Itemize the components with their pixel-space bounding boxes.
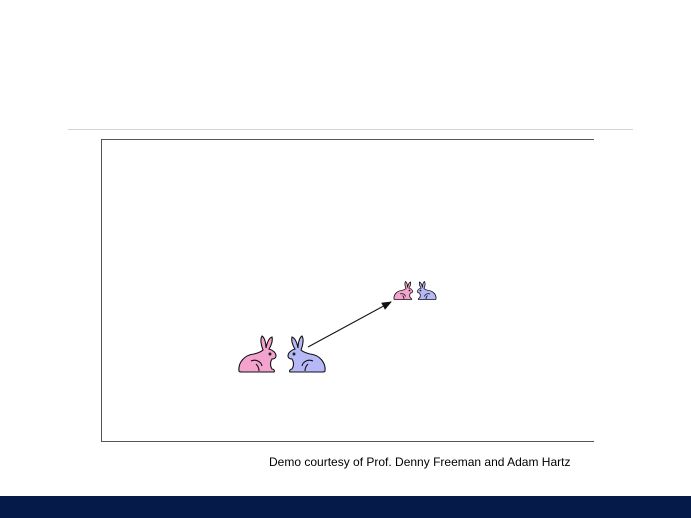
near-pink-rabbit bbox=[238, 335, 277, 373]
title-divider bbox=[68, 129, 633, 130]
far-blue-rabbit bbox=[418, 282, 437, 300]
motion-arrow bbox=[307, 301, 392, 348]
far-pink-rabbit bbox=[393, 281, 413, 300]
credit-text: Demo courtesy of Prof. Denny Freeman and… bbox=[269, 455, 571, 469]
demo-canvas bbox=[101, 139, 594, 442]
near-blue-rabbit bbox=[288, 336, 325, 372]
demo-drawing bbox=[238, 281, 595, 373]
footer-bar bbox=[0, 496, 691, 518]
